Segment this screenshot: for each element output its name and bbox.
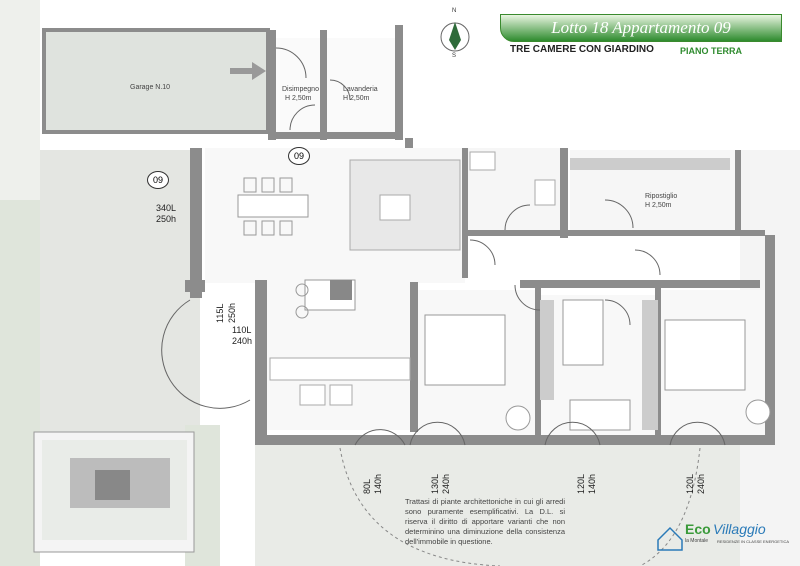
compass-south: S xyxy=(452,53,457,59)
wc xyxy=(299,384,326,406)
bed-1 xyxy=(424,314,506,386)
subtitle: TRE CAMERE CON GIARDINO xyxy=(510,44,654,55)
window-3-width: 120L xyxy=(576,473,586,494)
wardrobe xyxy=(570,158,730,170)
main-window-width: 340L xyxy=(156,203,177,213)
lavanderia-label: Lavanderia xyxy=(343,86,378,93)
logo-tag: RESIDENZE IN CLASSE ENERGETICA xyxy=(717,539,790,544)
window-2-width: 130L xyxy=(430,473,440,494)
lawn-strip xyxy=(0,200,40,566)
door-width: 110L xyxy=(232,325,252,335)
logo-name-a: Eco xyxy=(685,521,711,537)
desk xyxy=(569,399,631,431)
wardrobe xyxy=(642,300,658,430)
disclaimer-note: Trattasi di piante architettoniche in cu… xyxy=(405,497,565,546)
side-window-height: 250h xyxy=(227,302,237,323)
ripostiglio-label: Ripostiglio xyxy=(645,193,678,200)
door-swings xyxy=(161,47,726,446)
armchair xyxy=(745,399,771,425)
garage-room xyxy=(42,28,270,134)
window-3-height: 140h xyxy=(587,473,597,494)
kitchen-row xyxy=(269,357,411,381)
terrace xyxy=(255,445,770,566)
main-window-height: 250h xyxy=(156,214,177,224)
title-banner: Lotto 18 Appartamento 09 xyxy=(500,14,782,42)
garden-area xyxy=(40,150,200,440)
compass xyxy=(440,22,470,52)
ripostiglio-height: H 2,50m xyxy=(645,202,672,209)
compass-north: N xyxy=(452,8,457,14)
bidet xyxy=(329,384,353,406)
floor-label: PIANO TERRA xyxy=(680,46,743,56)
logo-place: la Montale xyxy=(685,538,709,544)
side-window-width: 115L xyxy=(215,303,225,323)
door-height: 240h xyxy=(232,336,253,346)
garage-label: Garage N.10 xyxy=(130,84,171,91)
entrance-arrow xyxy=(230,62,266,80)
logo-house-icon xyxy=(657,526,683,551)
window-4-height: 240h xyxy=(696,473,706,494)
stool xyxy=(295,283,309,297)
logo-name-b: Villaggio xyxy=(713,521,766,537)
wardrobe xyxy=(540,300,554,400)
disimpegno-label: Disimpegno xyxy=(282,86,319,93)
unit-badge-garden: 09 xyxy=(147,171,169,189)
laundry-room xyxy=(327,38,397,138)
bed-2 xyxy=(562,299,604,366)
window-4-width: 120L xyxy=(685,473,695,494)
stool xyxy=(295,305,309,319)
armchair xyxy=(505,405,531,431)
key-plan xyxy=(33,431,195,553)
window-1-width: 80L xyxy=(362,478,372,494)
basin xyxy=(469,151,496,171)
path-line xyxy=(639,447,701,566)
wc-2 xyxy=(534,179,556,206)
page-title: Lotto 18 Appartamento 09 xyxy=(551,18,731,37)
disimpegno-height: H 2,50m xyxy=(285,95,312,102)
window-1-height: 140h xyxy=(373,473,383,494)
bed-3 xyxy=(664,319,746,391)
lavanderia-height: H 2,50m xyxy=(343,95,370,102)
unit-badge-entrance: 09 xyxy=(288,147,310,165)
hall-room xyxy=(275,38,325,138)
window-2-height: 240h xyxy=(441,473,451,494)
kitchen-sink xyxy=(379,194,411,221)
dining-table xyxy=(237,177,309,236)
kitchen-hob xyxy=(330,280,352,300)
